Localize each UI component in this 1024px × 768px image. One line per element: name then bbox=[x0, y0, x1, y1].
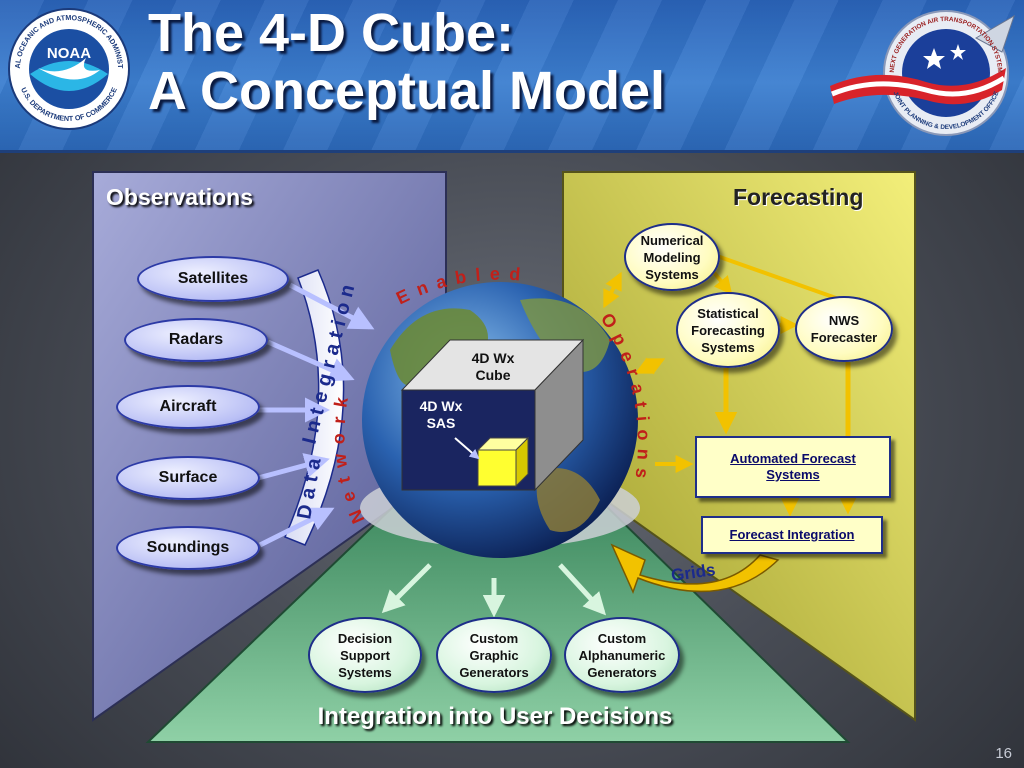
forecast-integration-box: Forecast Integration bbox=[701, 516, 883, 554]
custom-alphanumeric-generators-node: Custom Alphanumeric Generators bbox=[564, 617, 680, 693]
statistical-forecasting-node: Statistical Forecasting Systems bbox=[676, 292, 780, 368]
page-title: The 4-D Cube: A Conceptual Model bbox=[148, 4, 665, 120]
sas-pointer-arrow bbox=[454, 437, 480, 460]
custom-graphic-generators-node: Custom Graphic Generators bbox=[436, 617, 552, 693]
sas-cube-front bbox=[477, 449, 517, 487]
decision-support-arrow bbox=[381, 563, 432, 614]
title-line-1: The 4-D Cube: bbox=[148, 3, 515, 63]
soundings-arrow bbox=[258, 507, 335, 548]
title-line-2: A Conceptual Model bbox=[148, 61, 666, 121]
aircraft-node: Aircraft bbox=[116, 385, 260, 429]
alphanumeric-generators-arrow bbox=[558, 563, 607, 616]
sas-label: 4D Wx SAS bbox=[419, 398, 463, 431]
numerical-to-statistical-arrow bbox=[710, 268, 733, 295]
surface-arrow bbox=[257, 453, 330, 481]
numerical-modeling-node: Numerical Modeling Systems bbox=[624, 223, 720, 291]
automated-forecast-box: Automated Forecast Systems bbox=[695, 436, 891, 498]
radars-node: Radars bbox=[124, 318, 268, 362]
continent-shape bbox=[520, 298, 610, 372]
satellites-arrow bbox=[288, 282, 375, 330]
jpdo-logo-icon: NEXT GENERATION AIR TRANSPORTATION SYSTE… bbox=[830, 10, 1015, 136]
decision-support-node: Decision Support Systems bbox=[308, 617, 422, 693]
surface-node: Surface bbox=[116, 456, 260, 500]
observations-title: Observations bbox=[106, 184, 253, 210]
user-decisions-title: Integration into User Decisions bbox=[317, 703, 673, 730]
noaa-logo-icon: NOAA NATIONAL OCEANIC AND ATMOSPHERIC AD… bbox=[8, 8, 130, 130]
soundings-node: Soundings bbox=[116, 526, 260, 570]
slide-header: NOAA NATIONAL OCEANIC AND ATMOSPHERIC AD… bbox=[0, 0, 1024, 153]
forecasting-title: Forecasting bbox=[733, 184, 864, 210]
grids-arrow bbox=[610, 543, 780, 595]
radars-arrow bbox=[266, 339, 355, 382]
noaa-logo-text: NOAA bbox=[47, 45, 91, 62]
operations-top-arrow bbox=[603, 271, 622, 309]
cube-label: 4D Wx Cube bbox=[471, 350, 515, 383]
continent-shape bbox=[536, 468, 600, 532]
nws-forecaster-node: NWS Forecaster bbox=[795, 296, 893, 362]
operations-numerical-arrow bbox=[634, 357, 666, 375]
header-texture bbox=[0, 0, 1024, 150]
page-number: 16 bbox=[995, 745, 1012, 762]
grids-label: Grids bbox=[670, 560, 717, 585]
satellites-node: Satellites bbox=[137, 256, 289, 302]
